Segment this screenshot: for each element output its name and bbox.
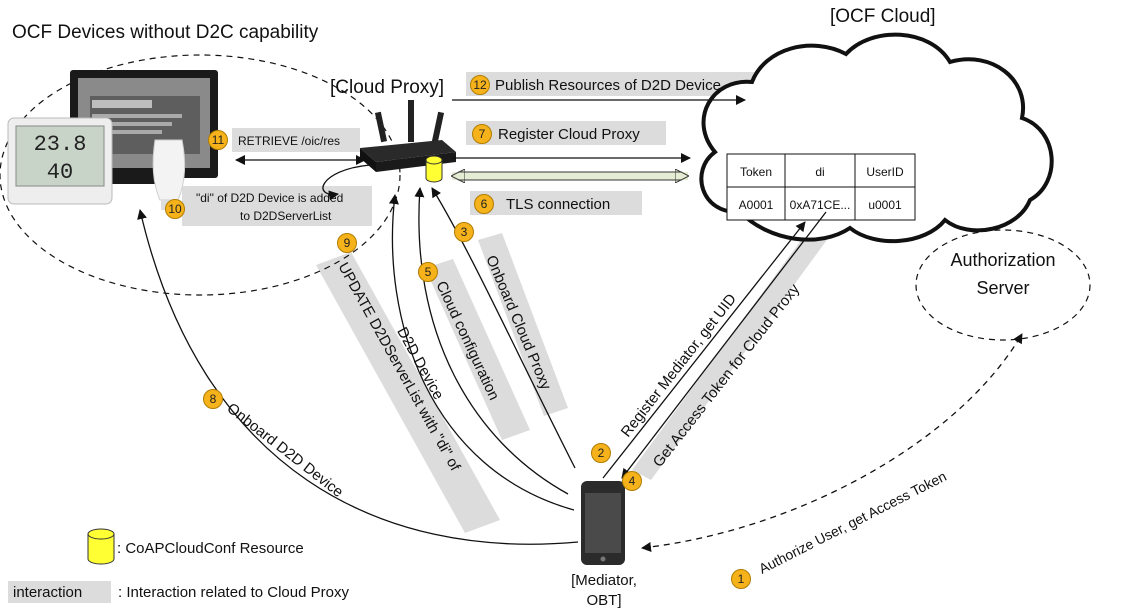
step6-label: TLS connection [506,196,610,213]
cloud-table-header-token: Token [740,165,772,179]
svg-text:3: 3 [461,225,468,239]
cloud-table [726,153,916,221]
cloud-table-cell-di: 0xA71CE... [790,198,851,212]
svg-text:12: 12 [473,78,487,92]
svg-text:4: 4 [629,474,636,488]
arrow-step3 [431,187,576,469]
arrows [137,95,1023,552]
mediator-title-line1: [Mediator, [571,572,637,589]
svg-text:2: 2 [598,446,605,460]
devices-group-outline [0,54,401,296]
badge-step7: 7 [472,124,492,144]
arrow-step9 [388,194,575,511]
legend-hl-box [8,581,111,603]
cloud-table-header-di: di [815,165,824,179]
step8-label: Onboard D2D Device [224,400,347,501]
auth-server-title-line1: Authorization [950,250,1055,270]
coap-cloud-conf-cylinder [425,155,443,183]
arrow-step5 [414,187,569,495]
svg-text:23.8: 23.8 [34,132,87,157]
badge-step4: 4 [622,471,642,491]
auth-server-title-line2: Server [976,278,1029,298]
hl-step5 [425,259,530,440]
cloud-title: [OCF Cloud] [830,6,936,27]
svg-text:9: 9 [344,236,351,250]
cloud-table-cell-userid: u0001 [868,198,902,212]
badge-step10: 10 [165,199,185,219]
svg-text:1: 1 [738,572,745,586]
legend-box-text: interaction [13,584,82,601]
badge-step5: 5 [418,262,438,282]
svg-text:8: 8 [210,392,217,406]
mediator-title-line2: OBT] [586,592,621,609]
legend-cylinder-text: : CoAPCloudConf Resource [117,540,304,557]
cloud-proxy-title: [Cloud Proxy] [330,77,444,98]
hl-step6 [470,191,642,215]
badge-step8: 8 [203,389,223,409]
hl-step7 [466,121,666,145]
badge-step3: 3 [454,222,474,242]
step11-label: RETRIEVE /oic/res [238,134,340,148]
badge-step9: 9 [337,233,357,253]
svg-text:7: 7 [479,127,486,141]
hl-step3 [478,233,568,416]
arrow-step4 [621,211,827,479]
svg-text:6: 6 [481,197,488,211]
devices-group-title: OCF Devices without D2C capability [12,22,319,43]
badge-step6: 6 [474,194,494,214]
arrow-step1 [641,333,1023,552]
step1-label-group: Authorize User, get Access Token [756,468,949,577]
step10-label-line1: "di" of D2D Device is added [196,191,343,205]
svg-text:10: 10 [168,202,182,216]
arrow-step8 [137,209,579,545]
step-badges: 1 2 3 4 5 6 7 8 9 10 11 12 [165,75,751,589]
step7-label: Register Cloud Proxy [498,126,640,143]
hl-step9 [316,252,500,533]
svg-text:5: 5 [425,265,432,279]
arrow-step10 [322,164,371,201]
cloud-table-header-userid: UserID [866,165,904,179]
legend-cylinder-icon [87,528,115,565]
hl-step10 [182,186,372,226]
mediator-phone-image [581,481,625,565]
badge-step11: 11 [208,130,228,150]
thermometer-device-image: 23.8 40 [7,117,113,205]
badge-step2: 2 [591,443,611,463]
step12-label: Publish Resources of D2D Device [495,77,721,94]
cloud-table-cell-token: A0001 [739,198,774,212]
hl-step4 [632,224,832,480]
arrow-step2 [602,221,806,479]
step10-label-line2: to D2DServerList [240,209,332,223]
hl-step11 [232,128,360,152]
step1-label: Authorize User, get Access Token [756,468,949,577]
svg-text:11: 11 [212,133,225,147]
svg-text:40: 40 [47,160,73,185]
light-bulb-device-image [152,139,186,210]
badge-step1: 1 [731,569,751,589]
step8-label-group: Onboard D2D Device [224,400,347,501]
legend-box-desc: : Interaction related to Cloud Proxy [118,584,349,601]
badge-step12: 12 [470,75,490,95]
